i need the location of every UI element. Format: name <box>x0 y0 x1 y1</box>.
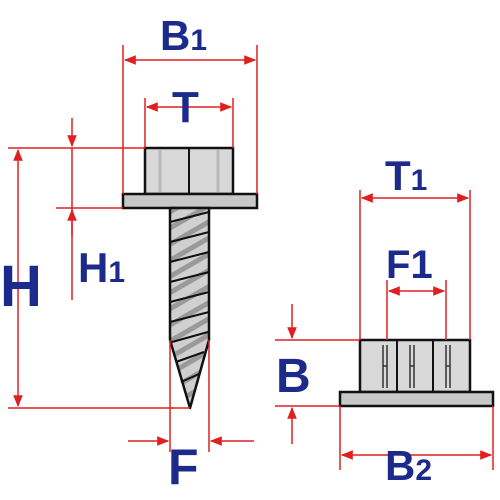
label-f1: F1 <box>386 243 433 287</box>
screw-part <box>121 146 259 410</box>
nut-flange <box>338 390 495 408</box>
label-f: F <box>168 439 199 495</box>
nut-part <box>338 338 495 408</box>
label-b1: B1 <box>160 12 207 59</box>
label-h1: H1 <box>78 244 125 291</box>
label-t1: T1 <box>385 152 427 199</box>
screw-flange <box>121 192 259 210</box>
screw-shank <box>168 206 211 410</box>
nut-hex-body <box>358 338 472 394</box>
label-b2: B2 <box>385 442 432 489</box>
dimension-lines <box>8 45 494 470</box>
label-t: T <box>172 83 199 132</box>
label-h: H <box>0 254 42 319</box>
label-b: B <box>276 350 311 403</box>
